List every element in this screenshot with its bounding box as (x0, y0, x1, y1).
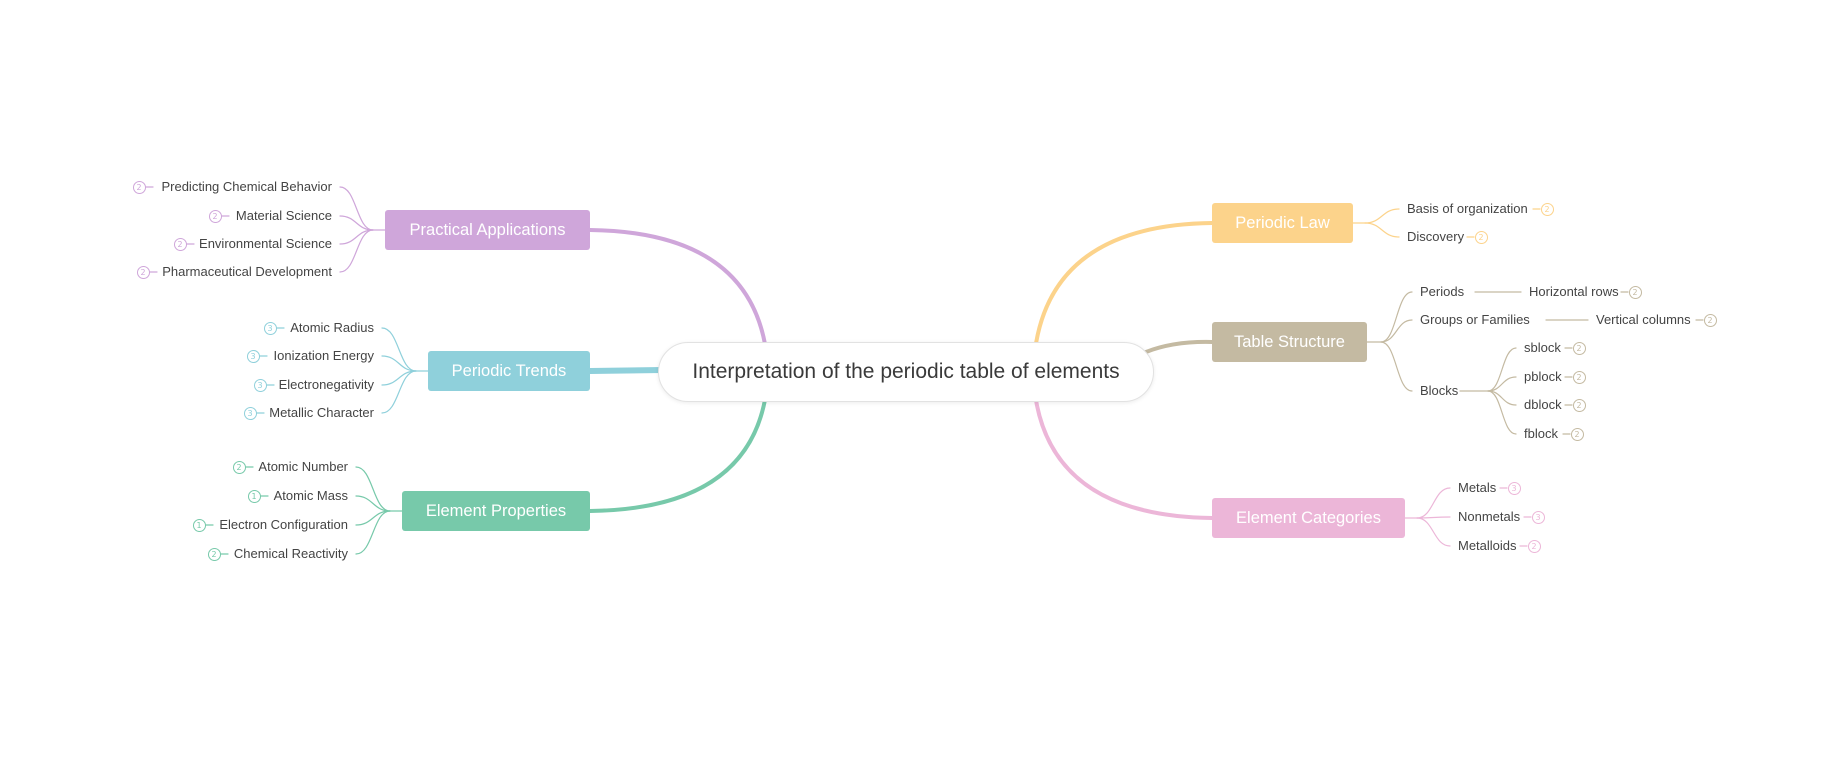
node-periods[interactable]: Periods (1420, 284, 1465, 299)
topic-element-categories[interactable]: Element Categories (1212, 498, 1405, 538)
node-groups-or-families[interactable]: Groups or Families (1420, 312, 1530, 327)
node-material-science[interactable]: Material Science (235, 208, 332, 223)
node-metallic-character[interactable]: Metallic Character (269, 405, 374, 420)
count-badge[interactable]: 2 (1474, 230, 1488, 244)
count-badge[interactable]: 1 (247, 489, 261, 503)
count-badge[interactable]: 2 (1540, 202, 1554, 216)
connector-predicting-chemical-behavior (339, 186, 374, 231)
count-badge[interactable]: 2 (136, 265, 150, 279)
connector-atomic-mass (355, 495, 391, 512)
connector-ionization-energy (381, 355, 417, 372)
connector-metalloids (1416, 517, 1451, 547)
node-metalloids[interactable]: Metalloids (1458, 538, 1517, 553)
count-badge[interactable]: 2 (1572, 398, 1586, 412)
count-badge[interactable]: 2 (132, 180, 146, 194)
node-vertical-columns[interactable]: Vertical columns (1596, 312, 1691, 327)
count-badge[interactable]: 2 (1527, 539, 1541, 553)
count-badge[interactable]: 3 (263, 321, 277, 335)
node-environmental-science[interactable]: Environmental Science (199, 236, 332, 251)
count-badge[interactable]: 3 (253, 378, 267, 392)
count-badge[interactable]: 2 (207, 547, 221, 561)
connector-atomic-number (355, 466, 391, 512)
node-discovery[interactable]: Discovery (1407, 229, 1465, 244)
connector-element-categories (1033, 392, 1214, 520)
node-blocks[interactable]: Blocks (1420, 383, 1459, 398)
node-atomic-mass[interactable]: Atomic Mass (273, 488, 348, 503)
node-atomic-number[interactable]: Atomic Number (258, 459, 348, 474)
count-badge[interactable]: 3 (1531, 510, 1545, 524)
node-nonmetals[interactable]: Nonmetals (1458, 509, 1521, 524)
node-pharmaceutical-development[interactable]: Pharmaceutical Development (162, 264, 332, 279)
count-badge[interactable]: 3 (246, 349, 260, 363)
connector-periods (1380, 291, 1413, 343)
connector-metallic-character (381, 370, 417, 414)
count-badge[interactable]: 3 (1507, 481, 1521, 495)
connector-table-structure (1144, 339, 1214, 354)
connector-periodic-law (1033, 221, 1214, 352)
node-ionization-energy[interactable]: Ionization Energy (273, 348, 374, 363)
connector-discovery (1364, 222, 1400, 238)
central-topic[interactable]: Interpretation of the periodic table of … (658, 342, 1154, 402)
connector-atomic-radius (381, 327, 417, 372)
count-badge[interactable]: 2 (1572, 341, 1586, 355)
node-predicting-chemical-behavior[interactable]: Predicting Chemical Behavior (161, 179, 332, 194)
connector-basis-of-organization (1364, 208, 1400, 224)
connector-groups-or-families (1380, 319, 1413, 343)
connector-practical-applications (588, 228, 768, 352)
node-electronegativity[interactable]: Electronegativity (278, 377, 374, 392)
connector-pharmaceutical-development (339, 229, 374, 273)
count-badge[interactable]: 2 (1570, 427, 1584, 441)
node-horizontal-rows[interactable]: Horizontal rows (1529, 284, 1619, 299)
count-badge[interactable]: 1 (192, 518, 206, 532)
connector-chemical-reactivity (355, 510, 391, 555)
connector-sblock (1487, 347, 1517, 392)
node-basis-of-organization[interactable]: Basis of organization (1407, 201, 1528, 216)
node-dblock[interactable]: dblock (1524, 397, 1562, 412)
topic-periodic-law[interactable]: Periodic Law (1212, 203, 1353, 243)
count-badge[interactable]: 2 (1703, 313, 1717, 327)
connector-periodic-trends (587, 367, 665, 374)
topic-table-structure[interactable]: Table Structure (1212, 322, 1367, 362)
connector-material-science (339, 215, 374, 231)
node-chemical-reactivity[interactable]: Chemical Reactivity (233, 546, 348, 561)
node-electron-configuration[interactable]: Electron Configuration (219, 517, 348, 532)
connector-fblock (1487, 390, 1517, 435)
connector-element-properties (588, 392, 768, 513)
count-badge[interactable]: 2 (208, 209, 222, 223)
node-metals[interactable]: Metals (1458, 480, 1497, 495)
count-badge[interactable]: 2 (1572, 370, 1586, 384)
topic-element-properties[interactable]: Element Properties (402, 491, 590, 531)
connector-metals (1416, 487, 1451, 519)
count-badge[interactable]: 2 (173, 237, 187, 251)
topic-periodic-trends[interactable]: Periodic Trends (428, 351, 590, 391)
connector-blocks (1380, 341, 1413, 392)
node-sblock[interactable]: sblock (1524, 340, 1561, 355)
count-badge[interactable]: 2 (1628, 285, 1642, 299)
connector-pblock (1487, 376, 1517, 392)
topic-practical-applications[interactable]: Practical Applications (385, 210, 590, 250)
node-fblock[interactable]: fblock (1524, 426, 1558, 441)
count-badge[interactable]: 2 (232, 460, 246, 474)
node-atomic-radius[interactable]: Atomic Radius (290, 320, 374, 335)
node-pblock[interactable]: pblock (1524, 369, 1562, 384)
count-badge[interactable]: 3 (243, 406, 257, 420)
